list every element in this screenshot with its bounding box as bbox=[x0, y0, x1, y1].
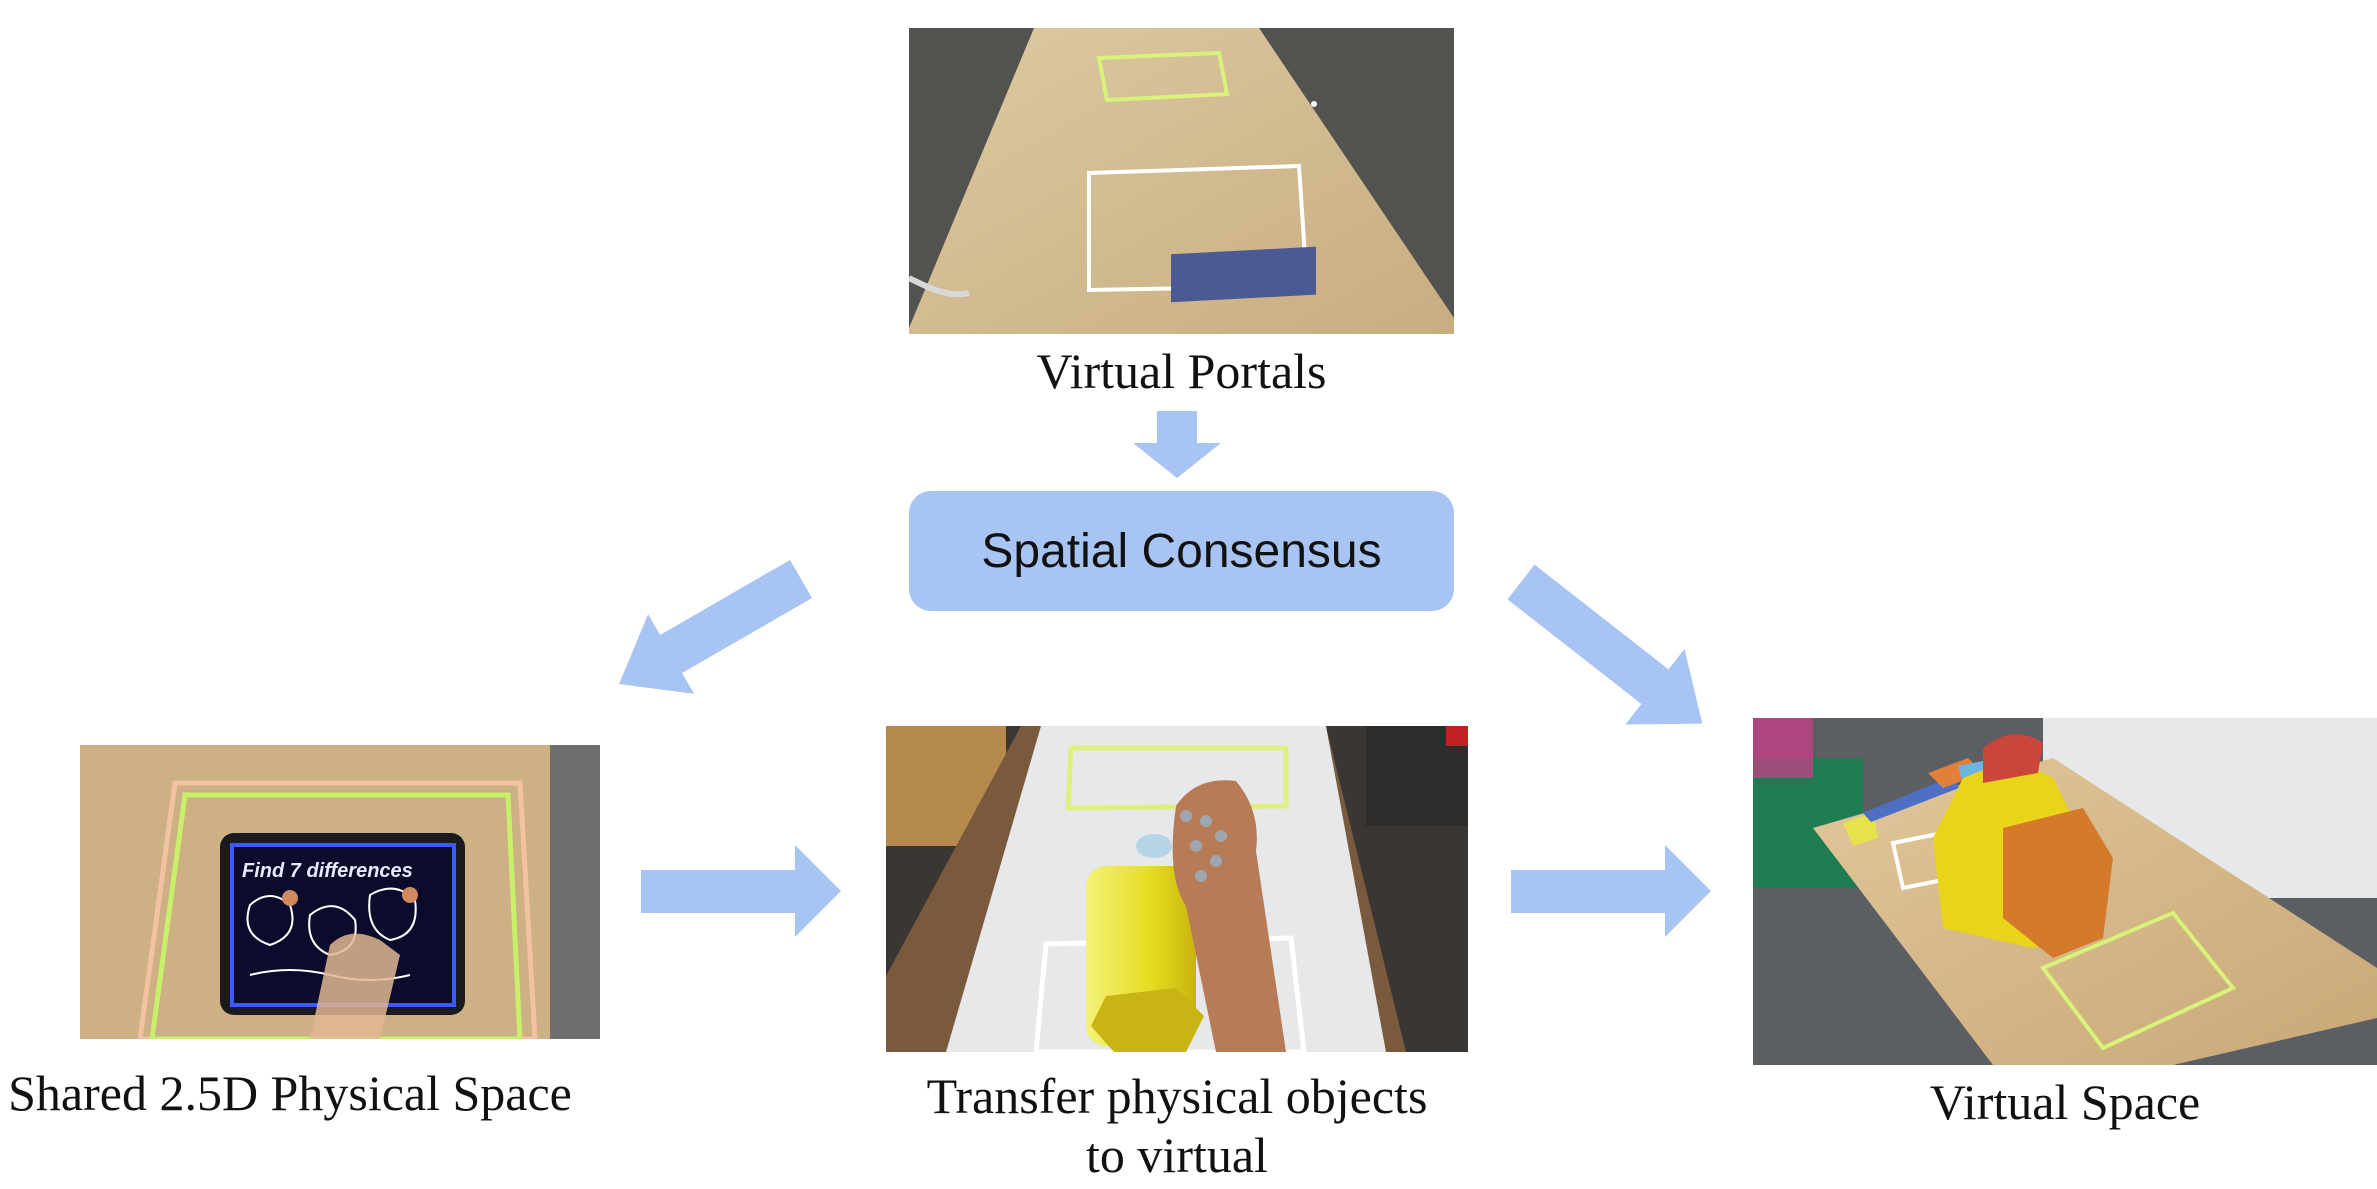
transfer-objects-photo bbox=[886, 726, 1468, 1052]
virtual-space-photo bbox=[1753, 718, 2377, 1065]
arrow-down-icon bbox=[1133, 411, 1221, 478]
transfer-objects-caption-line2: to virtual bbox=[1086, 1127, 1268, 1183]
transfer-objects-caption-line1: Transfer physical objects bbox=[926, 1068, 1428, 1124]
spatial-consensus-node: Spatial Consensus bbox=[909, 491, 1454, 611]
arrow-down-right-icon bbox=[1507, 564, 1703, 725]
arrow-right-icon bbox=[1511, 845, 1711, 937]
arrow-right-icon bbox=[641, 845, 841, 937]
virtual-portals-caption: Virtual Portals bbox=[1036, 343, 1327, 399]
virtual-portals-photo bbox=[909, 28, 1454, 334]
virtual-space-caption: Virtual Space bbox=[1929, 1074, 2201, 1130]
arrow-down-left-icon bbox=[619, 559, 812, 694]
shared-physical-space-caption: Shared 2.5D Physical Space bbox=[8, 1065, 572, 1121]
tablet-screen-text: Find 7 differences bbox=[242, 860, 413, 882]
shared-physical-space-photo: Find 7 differences bbox=[80, 745, 600, 1039]
spatial-consensus-label: Spatial Consensus bbox=[981, 524, 1382, 578]
